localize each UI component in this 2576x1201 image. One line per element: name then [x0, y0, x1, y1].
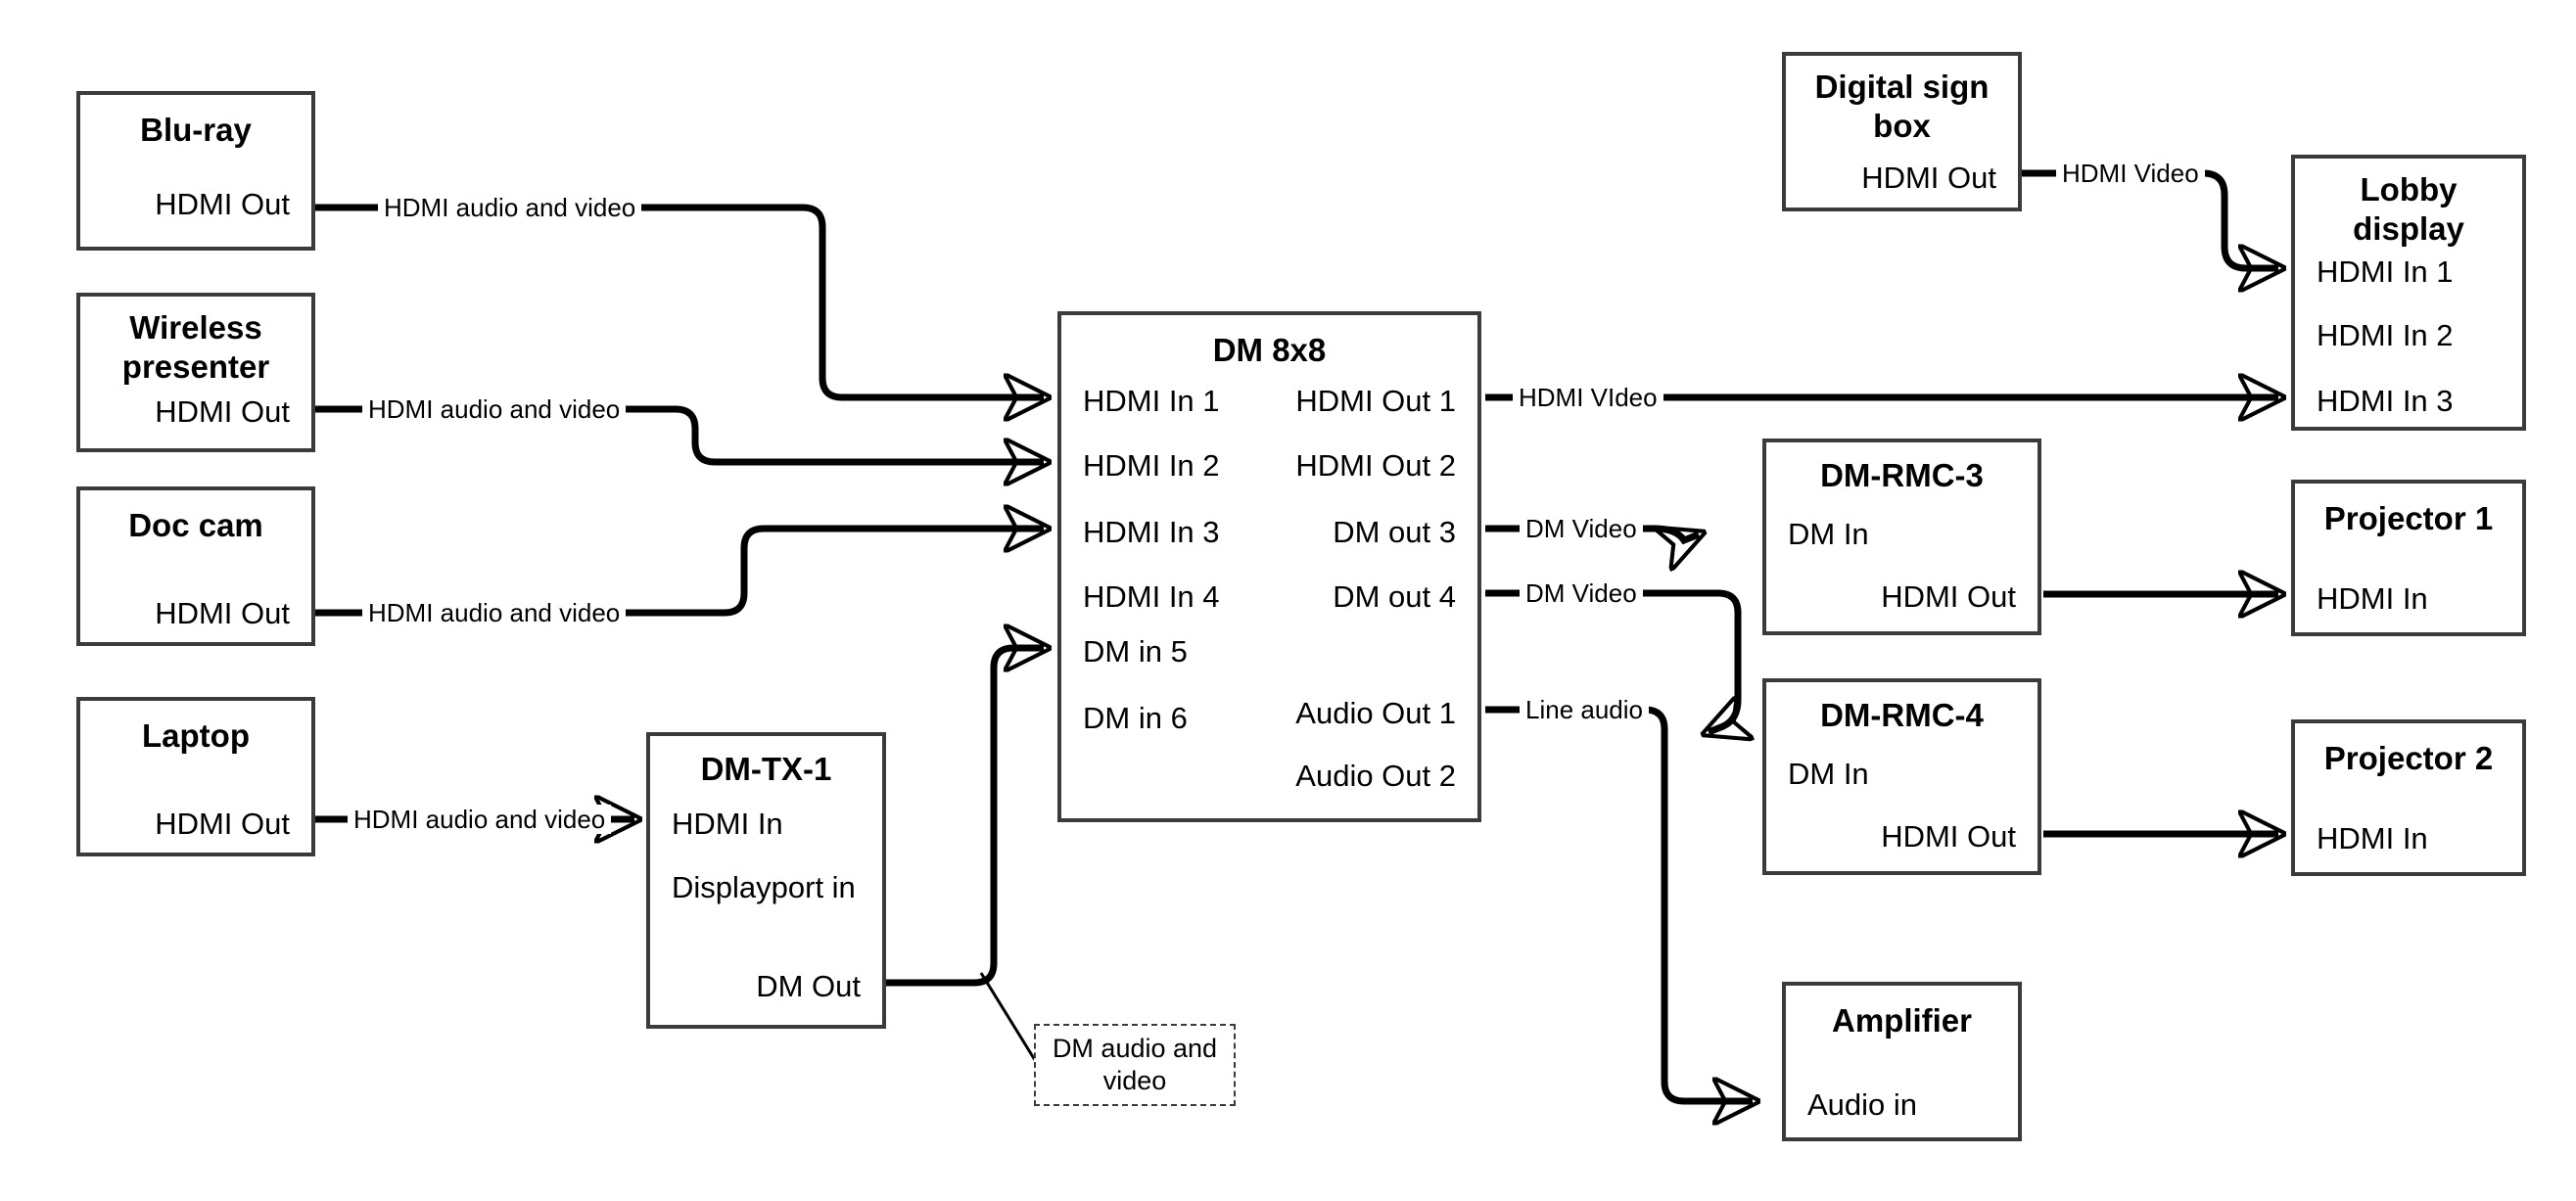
wire-doccam-to-dm8x8 — [315, 529, 1044, 617]
node-dm-rmc-4-port-dm-in[interactable]: DM In — [1788, 757, 1869, 791]
node-doc-cam[interactable]: Doc cam HDMI Out — [76, 486, 315, 646]
link-label-dmout3-to-rmc3: DM Video — [1520, 514, 1643, 543]
node-lobby-display-port-hdmi-in-2[interactable]: HDMI In 2 — [2317, 318, 2454, 352]
node-dm-8x8-port-hdmi-out-1[interactable]: HDMI Out 1 — [1295, 384, 1456, 418]
node-dm-8x8-port-dm-out-4[interactable]: DM out 4 — [1333, 579, 1456, 614]
link-label-hdmi-out1-to-lobby: HDMI VIdeo — [1513, 383, 1663, 412]
node-dm-8x8-port-hdmi-in-3[interactable]: HDMI In 3 — [1083, 515, 1220, 549]
node-dm-tx-1-port-dm-out[interactable]: DM Out — [756, 969, 861, 1003]
node-dm-8x8-port-hdmi-in-1[interactable]: HDMI In 1 — [1083, 384, 1220, 418]
node-laptop[interactable]: Laptop HDMI Out — [76, 697, 315, 856]
link-label-bluray-to-dm8x8: HDMI audio and video — [378, 193, 642, 222]
node-dm-8x8-port-hdmi-in-4[interactable]: HDMI In 4 — [1083, 579, 1220, 614]
node-dm-rmc-4-port-hdmi-out[interactable]: HDMI Out — [1881, 819, 2016, 854]
node-lobby-display[interactable]: Lobby display HDMI In 1 HDMI In 2 HDMI I… — [2291, 155, 2526, 431]
node-dm-rmc-3[interactable]: DM-RMC-3 DM In HDMI Out — [1762, 439, 2041, 635]
callout-leader-line — [979, 972, 1037, 1061]
node-dm-tx-1-title: DM-TX-1 — [700, 751, 832, 787]
node-dm-8x8-port-dm-in-5[interactable]: DM in 5 — [1083, 634, 1188, 669]
node-dm-tx-1[interactable]: DM-TX-1 HDMI In Displayport in DM Out — [646, 732, 886, 1029]
node-dm-rmc-3-port-dm-in[interactable]: DM In — [1788, 517, 1869, 551]
wire-bluray-to-dm8x8 — [315, 204, 1044, 397]
node-dm-rmc-4[interactable]: DM-RMC-4 DM In HDMI Out — [1762, 678, 2041, 875]
node-doc-cam-port-hdmi-out[interactable]: HDMI Out — [155, 596, 290, 630]
node-wireless-presenter[interactable]: Wireless presenter HDMI Out — [76, 293, 315, 452]
node-dm-8x8-title: DM 8x8 — [1212, 332, 1327, 368]
callout-dm-audio-and-video: DM audio and video — [1034, 1024, 1236, 1106]
node-dm-8x8[interactable]: DM 8x8 HDMI In 1 HDMI In 2 HDMI In 3 HDM… — [1057, 311, 1481, 822]
node-dm-8x8-port-hdmi-out-2[interactable]: HDMI Out 2 — [1295, 448, 1456, 483]
node-bluray-title: Blu-ray — [140, 112, 252, 148]
link-label-laptop-to-dmtx1: HDMI audio and video — [348, 805, 612, 834]
node-amplifier[interactable]: Amplifier Audio in — [1782, 982, 2022, 1141]
link-label-wireless-to-dm8x8: HDMI audio and video — [362, 394, 627, 424]
node-dm-rmc-4-title: DM-RMC-4 — [1820, 697, 1984, 733]
link-label-doccam-to-dm8x8: HDMI audio and video — [362, 598, 627, 627]
node-dm-tx-1-port-displayport-in[interactable]: Displayport in — [672, 870, 856, 904]
node-dm-rmc-3-title: DM-RMC-3 — [1820, 457, 1984, 493]
node-dm-8x8-port-audio-out-2[interactable]: Audio Out 2 — [1295, 759, 1456, 793]
node-projector-2[interactable]: Projector 2 HDMI In — [2291, 719, 2526, 876]
wire-dm8x8-audioout1-to-amp — [1485, 706, 1753, 1101]
node-projector-1-port-hdmi-in[interactable]: HDMI In — [2317, 581, 2428, 616]
node-digital-sign-box-port-hdmi-out[interactable]: HDMI Out — [1861, 161, 1996, 195]
node-lobby-display-port-hdmi-in-1[interactable]: HDMI In 1 — [2317, 254, 2454, 289]
node-digital-sign-box[interactable]: Digital sign box HDMI Out — [1782, 52, 2022, 211]
node-dm-rmc-3-port-hdmi-out[interactable]: HDMI Out — [1881, 579, 2016, 614]
node-digital-sign-box-title: Digital sign box — [1814, 69, 1990, 144]
node-bluray[interactable]: Blu-ray HDMI Out — [76, 91, 315, 251]
node-laptop-port-hdmi-out[interactable]: HDMI Out — [155, 807, 290, 841]
wire-dm8x8-dmout4-to-rmc4 — [1485, 589, 1738, 732]
node-lobby-display-title: Lobby display — [2353, 171, 2464, 247]
node-wireless-presenter-title: Wireless presenter — [121, 309, 270, 385]
wire-dm8x8-dmout3-to-rmc3 — [1485, 529, 1699, 540]
node-projector-2-title: Projector 2 — [2323, 740, 2494, 776]
node-amplifier-port-audio-in[interactable]: Audio in — [1807, 1087, 1918, 1122]
node-doc-cam-title: Doc cam — [128, 507, 263, 543]
link-label-signbox-to-lobby: HDMI Video — [2056, 159, 2205, 188]
node-wireless-presenter-port-hdmi-out[interactable]: HDMI Out — [155, 394, 290, 429]
node-dm-8x8-port-dm-in-6[interactable]: DM in 6 — [1083, 701, 1188, 735]
node-projector-2-port-hdmi-in[interactable]: HDMI In — [2317, 821, 2428, 855]
node-dm-8x8-port-audio-out-1[interactable]: Audio Out 1 — [1295, 696, 1456, 730]
node-lobby-display-port-hdmi-in-3[interactable]: HDMI In 3 — [2317, 384, 2454, 418]
link-label-audioout1-to-amp: Line audio — [1520, 695, 1649, 724]
node-dm-8x8-port-hdmi-in-2[interactable]: HDMI In 2 — [1083, 448, 1220, 483]
node-projector-1-title: Projector 1 — [2323, 500, 2494, 536]
wire-dmtx1-to-dm8x8 — [886, 648, 1044, 987]
node-laptop-title: Laptop — [142, 717, 250, 754]
node-amplifier-title: Amplifier — [1831, 1002, 1973, 1039]
wire-wireless-to-dm8x8 — [315, 405, 1044, 462]
node-dm-tx-1-port-hdmi-in[interactable]: HDMI In — [672, 807, 783, 841]
node-dm-8x8-port-dm-out-3[interactable]: DM out 3 — [1333, 515, 1456, 549]
node-bluray-port-hdmi-out[interactable]: HDMI Out — [155, 187, 290, 221]
node-projector-1[interactable]: Projector 1 HDMI In — [2291, 480, 2526, 636]
wire-signbox-to-lobby — [2022, 169, 2278, 268]
link-label-dmout4-to-rmc4: DM Video — [1520, 578, 1643, 608]
